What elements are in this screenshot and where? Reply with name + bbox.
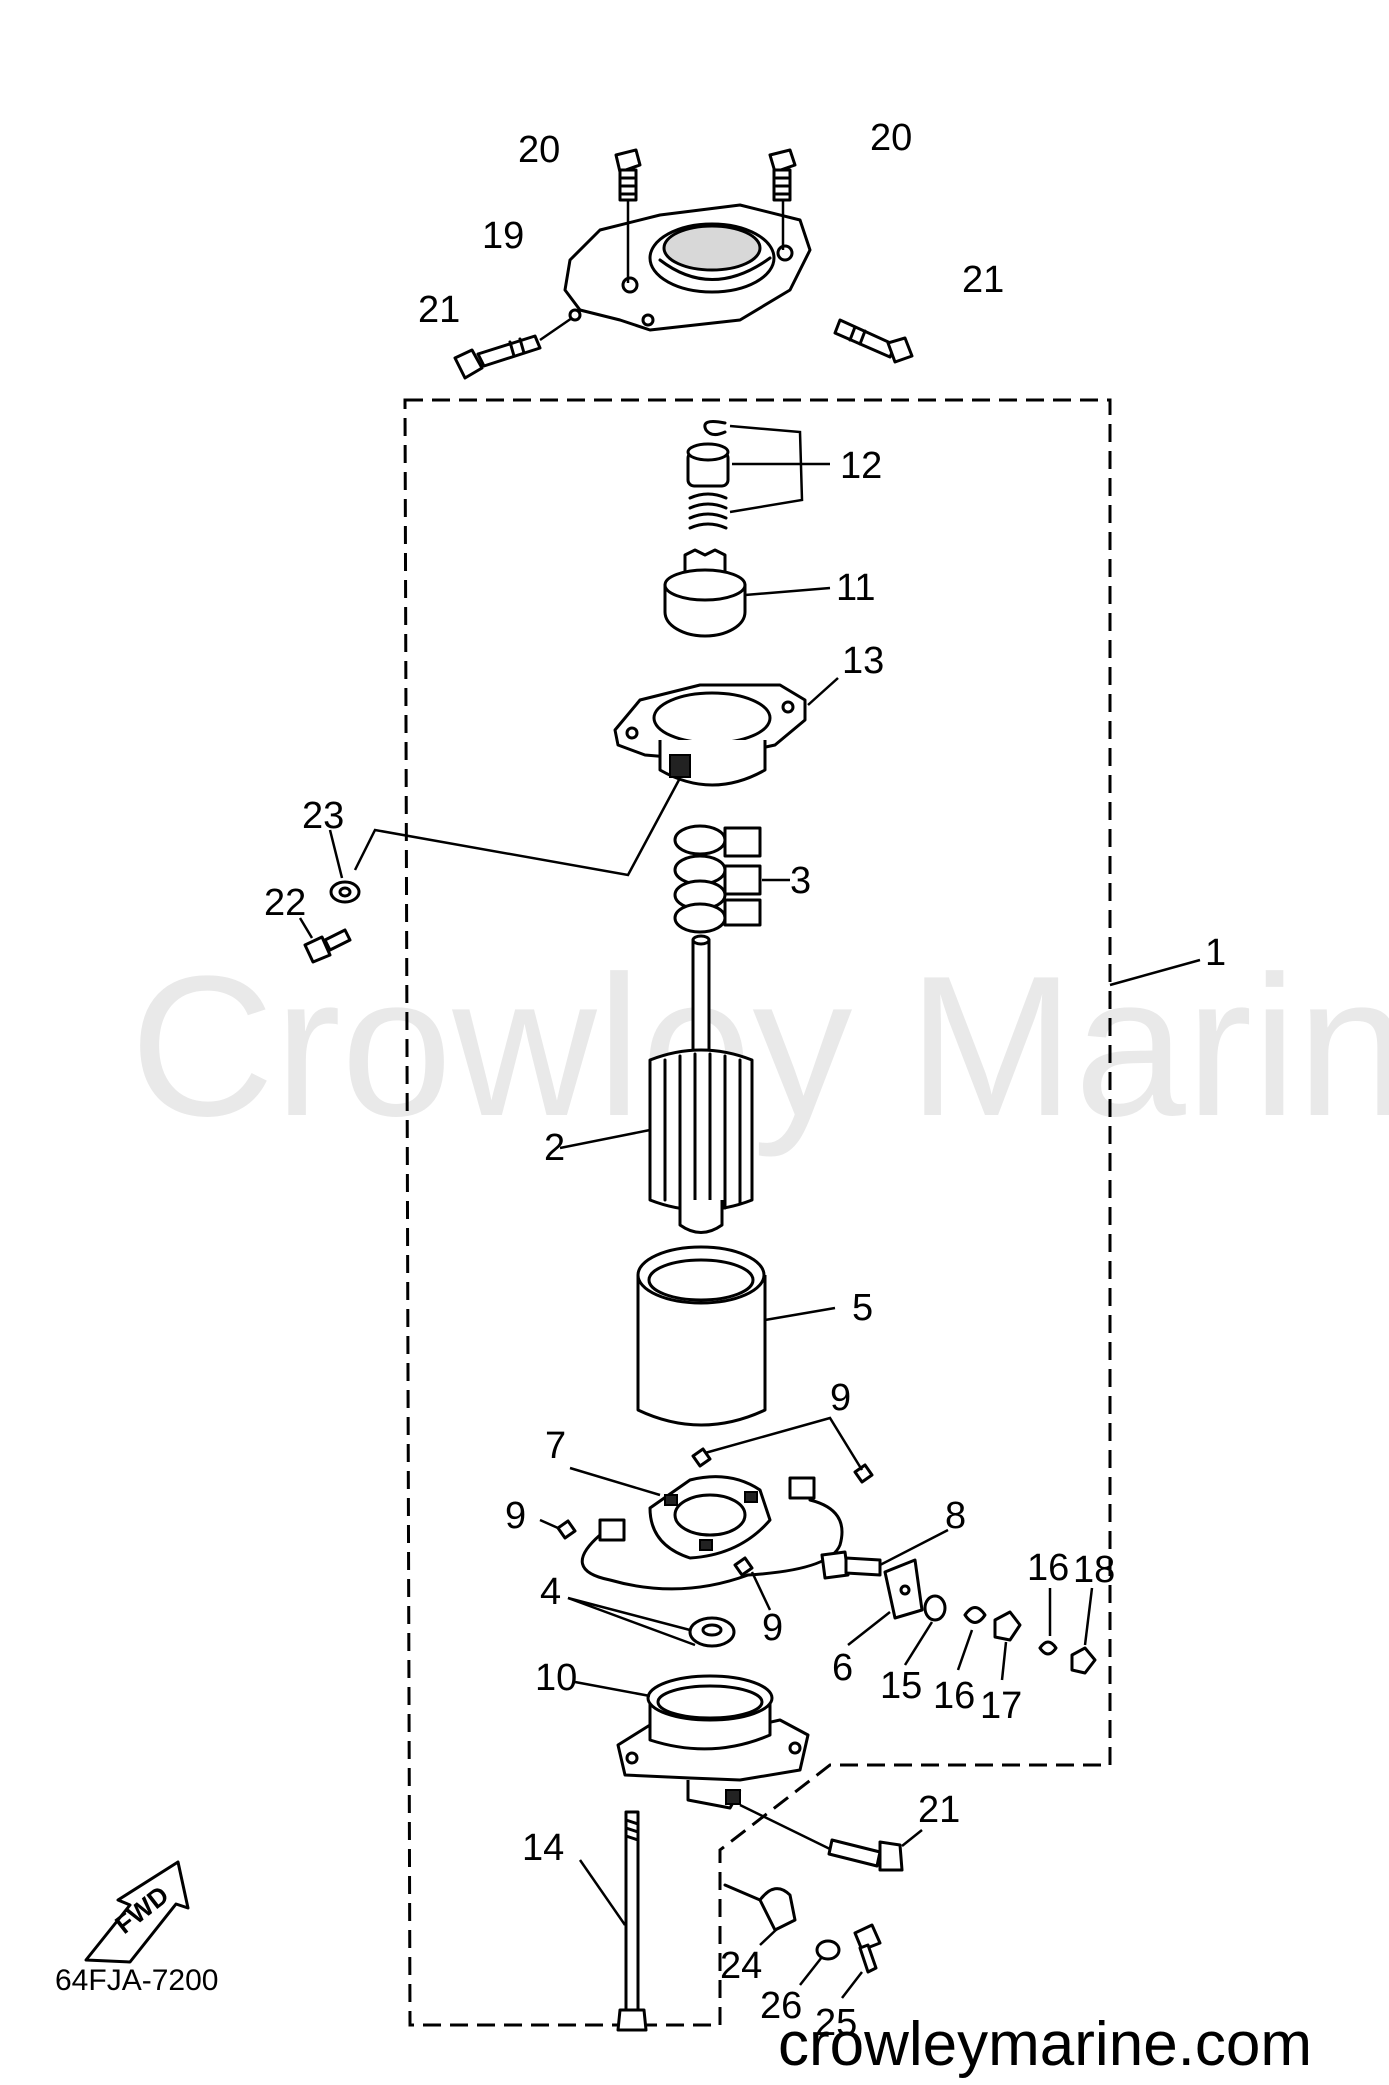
bolt-21-lower [827,1829,923,1872]
nut-18 [1070,1587,1097,1675]
bolt-20-right [768,148,797,250]
armature-2 [559,934,754,1234]
callout-16-left: 16 [933,1675,975,1717]
callout-9-bottom: 9 [762,1607,783,1649]
callout-7: 7 [545,1425,566,1467]
spring-washer-16-a [956,1606,987,1671]
callout-15: 15 [880,1665,922,1707]
callout-9-left: 9 [505,1495,526,1537]
bolt-21-left [453,316,573,380]
lower-cover-10 [574,1674,833,1852]
callout-4: 4 [540,1571,561,1613]
nut-17 [993,1610,1022,1681]
callout-8: 8 [945,1495,966,1537]
callout-20-left: 20 [518,129,560,171]
fwd-arrow-icon: FWD [84,1860,190,1964]
washer-23 [328,829,361,904]
brush-springs-3 [673,824,790,934]
callout-21-lower: 21 [918,1789,960,1831]
callout-19: 19 [482,215,524,257]
brush-holder-7 [569,1466,844,1591]
clip-sleeve-spring-12 [686,420,830,530]
callout-13: 13 [842,640,884,682]
callout-1: 1 [1205,932,1226,974]
callout-20-right: 20 [870,117,912,159]
callout-23: 23 [302,795,344,837]
through-bolt-14 [578,1810,648,2032]
bolt-21-right [833,318,914,364]
callout-24: 24 [720,1945,762,1987]
callout-5: 5 [852,1287,873,1329]
callout-25: 25 [815,2002,857,2044]
screw-22 [298,917,352,964]
bracket-19 [563,203,812,332]
washer-4 [567,1596,736,1648]
callout-22: 22 [264,882,306,924]
callout-3: 3 [790,860,811,902]
callout-21-top-left: 21 [418,289,460,331]
lead-9-set [539,1416,874,1611]
washer-15 [903,1594,947,1666]
website-label: crowleymarine.com [778,2010,1312,2079]
callout-16-right: 16 [1027,1547,1069,1589]
washer-26 [799,1939,841,1986]
callout-6: 6 [832,1647,853,1689]
yoke-5 [636,1245,836,1427]
plate-6 [847,1558,924,1646]
callout-21-top-right: 21 [962,259,1004,301]
end-cover-13 [353,677,839,877]
diagram-code: 64FJA-7200 [55,1964,218,1997]
callout-12: 12 [840,445,882,487]
spring-washer-16-b [1038,1588,1058,1656]
leader-1 [1109,958,1201,987]
bolt-20-left [614,148,642,283]
callout-17: 17 [980,1685,1022,1727]
pinion-gear-11 [663,548,831,638]
clamp-24 [723,1883,797,1946]
callout-14: 14 [522,1827,564,1869]
assembly-boundary [403,398,1112,2027]
callout-10: 10 [535,1657,577,1699]
watermark: Crowley Marine [130,935,1389,1158]
callout-9-top: 9 [830,1377,851,1419]
terminal-bolt-8 [820,1528,949,1580]
callout-2: 2 [544,1127,565,1169]
callout-11: 11 [836,567,875,609]
screw-25 [841,1923,882,1999]
callout-18: 18 [1073,1549,1115,1591]
callout-26: 26 [760,1985,802,2027]
